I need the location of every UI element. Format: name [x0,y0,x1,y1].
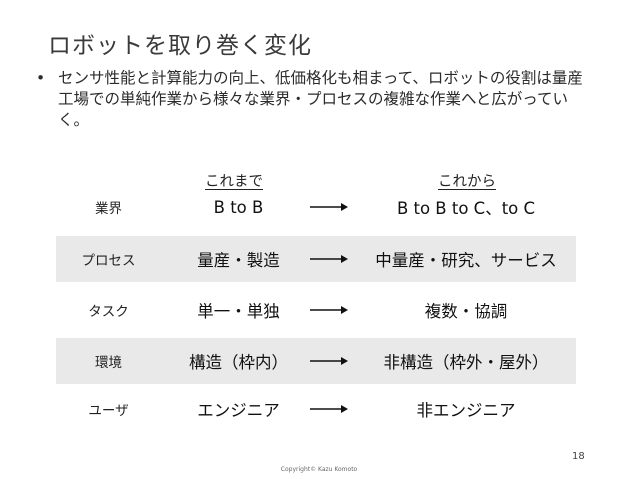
row-value-before: エンジニア [197,401,280,420]
table-row-process: プロセス 量産・製造 中量産・研究、サービス [56,236,576,282]
table-row-environment: 環境 構造（枠内） 非構造（枠外・屋外） [56,338,576,384]
row-value-after: 中量産・研究、サービス [375,251,557,270]
right-arrow-icon [310,306,348,314]
row-category: 業界 [95,201,122,217]
table-row-industry: 業界 B to B B to B to C、to C [56,184,576,230]
row-value-before: 単一・単独 [197,302,280,321]
row-category: ユーザ [88,403,129,419]
row-value-after: 非構造（枠外・屋外） [383,353,549,372]
row-value-before: 構造（枠内） [189,353,288,372]
row-category: 環境 [95,355,122,371]
row-value-after: 非エンジニア [416,401,516,420]
row-value-after: B to B to C、to C [396,199,536,218]
page-number: 18 [572,451,585,462]
row-value-before: B to B [213,197,264,217]
right-arrow-icon [310,255,348,263]
bullet-point: • センサ性能と計算能力の向上、低価格化も相まって、ロボットの役割は量産工場での… [36,68,596,131]
bullet-marker: • [36,69,46,87]
slide-title: ロボットを取り巻く変化 [48,33,312,59]
table-row-user: ユーザ エンジニア 非エンジニア [56,386,576,432]
bullet-text: センサ性能と計算能力の向上、低価格化も相まって、ロボットの役割は量産工場での単純… [58,69,583,129]
row-category: プロセス [81,253,136,269]
table-row-task: タスク 単一・単独 複数・協調 [56,287,576,333]
column-header-before: これまで [205,174,263,190]
copyright-notice: Copyright© Kazu Komoto [280,466,358,473]
right-arrow-icon [310,405,348,413]
right-arrow-icon [310,203,348,211]
row-category: タスク [88,304,129,320]
row-value-before: 量産・製造 [197,251,280,270]
column-header-after: これから [438,174,496,190]
right-arrow-icon [310,357,348,365]
row-value-after: 複数・協調 [424,302,508,321]
